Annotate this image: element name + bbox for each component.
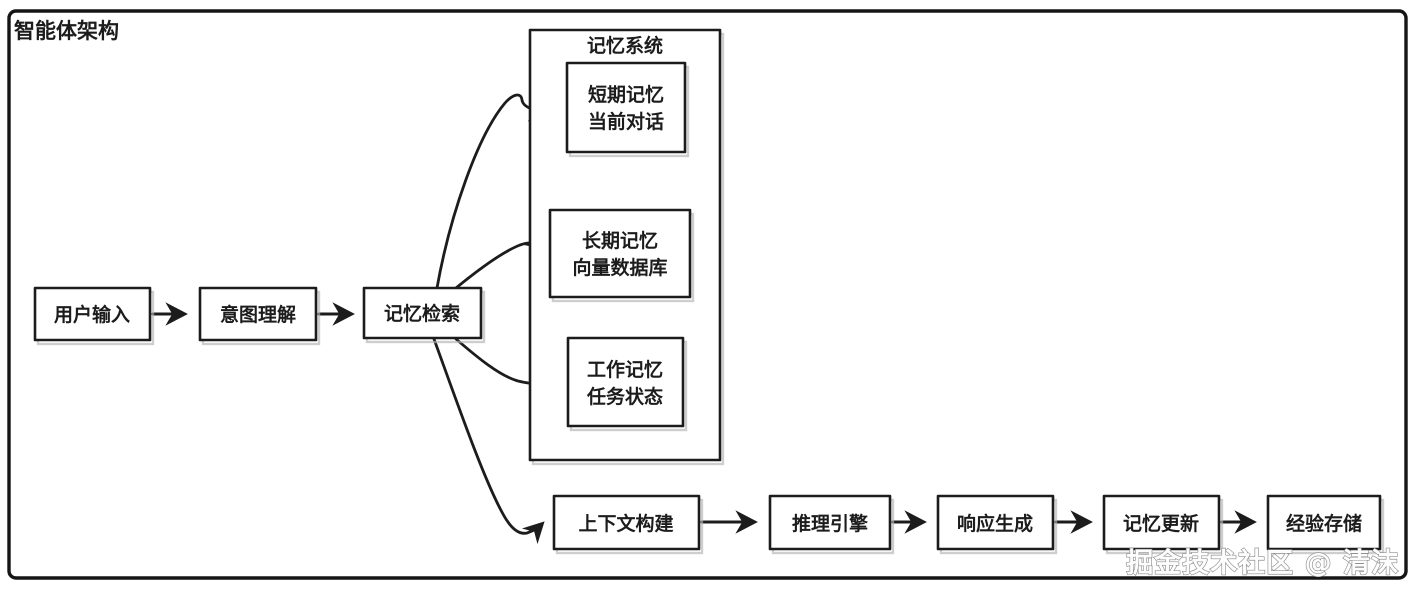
short-term-box [565,61,687,154]
intent-label: 意图理解 [220,303,296,326]
memory-update-box [1102,494,1221,551]
long-term-label-line1: 长期记忆 [582,229,658,252]
node-context-building: 上下文构建 [552,494,704,555]
edge-retrieval-to-context [432,337,545,545]
node-working-memory: 工作记忆 任务状态 [566,336,688,432]
memory-retrieval-label: 记忆检索 [384,302,460,325]
memory-update-label: 记忆更新 [1123,512,1199,535]
outer-border [7,9,1408,580]
diagram-title: 智能体架构 [14,19,119,43]
node-experience-storage: 经验存储 [1266,494,1385,555]
node-intent-understanding: 意图理解 [198,286,321,346]
node-short-term-memory: 短期记忆 当前对话 [565,61,690,158]
node-memory-update: 记忆更新 [1102,494,1224,555]
long-term-box [548,208,692,299]
node-long-term-memory: 长期记忆 向量数据库 [548,208,695,303]
node-reasoning-engine: 推理引擎 [768,494,895,555]
response-box [936,494,1055,551]
user-input-label: 用户输入 [54,303,130,326]
short-term-label-line2: 当前对话 [588,110,664,133]
experience-label: 经验存储 [1286,512,1362,535]
working-memory-label-line1: 工作记忆 [587,358,663,381]
reasoning-box [768,494,892,551]
node-user-input: 用户输入 [33,286,155,346]
long-term-label-line2: 向量数据库 [572,256,667,279]
context-box [552,494,701,551]
intent-box [198,286,318,342]
edge-retrieval-to-short-term [435,93,550,290]
experience-box [1266,494,1382,551]
user-input-box [33,286,152,342]
working-memory-box [566,336,685,428]
memory-system-label: 记忆系统 [587,34,663,57]
node-memory-retrieval: 记忆检索 [362,286,486,344]
watermark: 掘金技术社区 @ 清沫 [1126,547,1399,579]
reasoning-label: 推理引擎 [792,512,868,535]
node-response-generation: 响应生成 [936,494,1058,555]
short-term-label-line1: 短期记忆 [588,83,664,106]
working-memory-label-line2: 任务状态 [586,385,663,408]
response-label: 响应生成 [957,512,1033,535]
context-label: 上下文构建 [578,512,673,535]
memory-retrieval-box [362,286,483,340]
